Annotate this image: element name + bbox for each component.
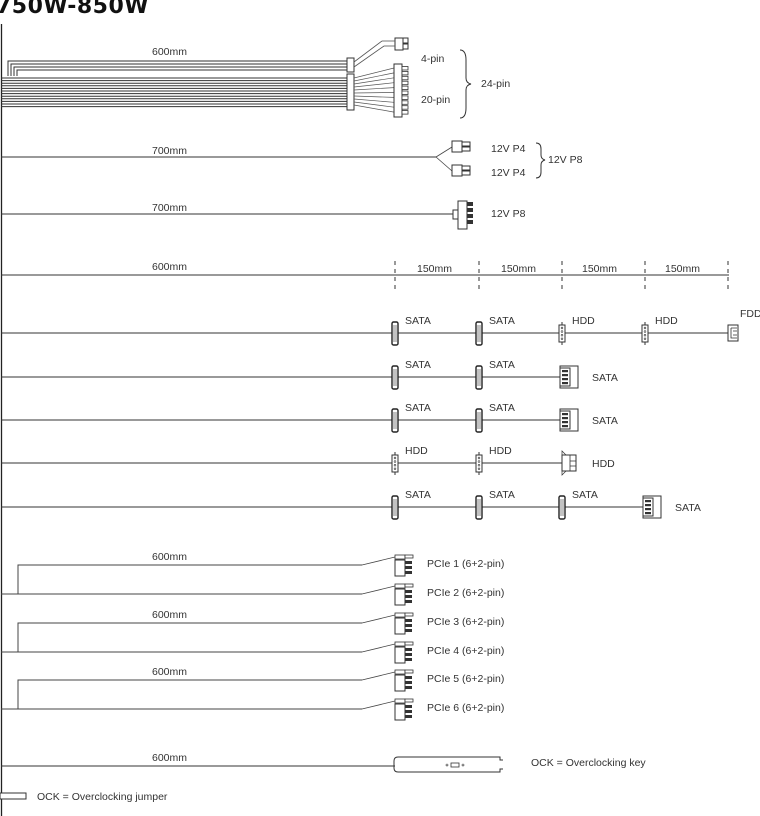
connector-hdd-icon bbox=[641, 322, 649, 345]
atx-20pin-label: 20-pin bbox=[421, 94, 450, 106]
connector-20pin-icon bbox=[393, 63, 409, 118]
pcie-length-label: 600mm bbox=[152, 609, 187, 621]
eps-p4-label-2: 12V P4 bbox=[491, 167, 526, 179]
peripheral-connector-label: HDD bbox=[572, 315, 595, 327]
connector-sata-icon bbox=[475, 495, 483, 520]
atx-cable: 600mm 4-pin 20-pin 24-pin bbox=[1, 37, 510, 119]
connector-hdd-icon bbox=[475, 452, 483, 475]
peripheral-cable-row: SATA SATA SATA SATA bbox=[1, 489, 701, 520]
connector-sata-icon bbox=[391, 495, 399, 520]
connector-p4-icon bbox=[451, 140, 471, 153]
connector-pcie-icon bbox=[361, 669, 414, 692]
peripheral-connector-label: SATA bbox=[489, 402, 515, 414]
legend-label: OCK = Overclocking jumper bbox=[37, 791, 168, 803]
atx-24pin-label: 24-pin bbox=[481, 78, 510, 90]
peripheral-connector-label: SATA bbox=[489, 489, 515, 501]
connector-sata-icon bbox=[391, 321, 399, 346]
scale-segment-label: 150mm bbox=[665, 263, 700, 275]
eps-p8-group-label: 12V P8 bbox=[548, 154, 583, 166]
peripheral-cable-row: SATA SATA SATA bbox=[1, 359, 618, 390]
brace-24pin-icon bbox=[459, 49, 472, 119]
connector-sata-icon bbox=[559, 365, 579, 389]
scale-total-length-label: 600mm bbox=[152, 261, 187, 273]
peripheral-connector-label: HDD bbox=[489, 445, 512, 457]
sleeve-20pin bbox=[346, 73, 355, 111]
peripheral-connector-label: SATA bbox=[405, 359, 431, 371]
connector-hdd-icon bbox=[391, 452, 399, 475]
peripheral-connector-label: SATA bbox=[572, 489, 598, 501]
connector-hdd-icon bbox=[558, 322, 566, 345]
peripheral-connector-label: SATA bbox=[592, 372, 618, 384]
connector-sata-icon bbox=[642, 495, 662, 519]
peripheral-connector-label: SATA bbox=[405, 315, 431, 327]
overclocking-key-icon bbox=[393, 756, 503, 773]
legend: OCK = Overclocking jumper bbox=[0, 791, 168, 803]
ock-key-label: OCK = Overclocking key bbox=[531, 757, 646, 769]
connector-p8-icon bbox=[452, 200, 473, 230]
scale-segment-label: 150mm bbox=[582, 263, 617, 275]
eps-p8-length-label: 700mm bbox=[152, 202, 187, 214]
connector-sata-icon bbox=[391, 365, 399, 390]
connector-sata-icon bbox=[475, 365, 483, 390]
diagram-title: 750W-850W bbox=[0, 0, 150, 19]
connector-sata-icon bbox=[391, 408, 399, 433]
peripheral-connector-label: SATA bbox=[489, 315, 515, 327]
brace-p8-icon bbox=[535, 142, 546, 179]
pcie-length-label: 600mm bbox=[152, 666, 187, 678]
peripheral-connector-label: SATA bbox=[489, 359, 515, 371]
peripheral-connector-label: HDD bbox=[405, 445, 428, 457]
scale-segment-label: 150mm bbox=[501, 263, 536, 275]
connector-pcie-icon bbox=[361, 612, 414, 635]
peripheral-connector-label: SATA bbox=[405, 489, 431, 501]
connector-sata-icon bbox=[558, 495, 566, 520]
pcie-connector-label: PCIe 4 (6+2-pin) bbox=[427, 645, 504, 657]
peripheral-connector-label: FDD bbox=[740, 308, 760, 320]
connector-pcie-icon bbox=[361, 554, 414, 577]
connector-sata-icon bbox=[475, 321, 483, 346]
scale-segment-label: 150mm bbox=[417, 263, 452, 275]
peripheral-cable-row: SATA SATA SATA bbox=[1, 402, 618, 433]
ock-cable: 600mm OCK = Overclocking key bbox=[1, 752, 646, 773]
connector-4pin-icon bbox=[382, 37, 409, 51]
peripheral-connector-label: HDD bbox=[655, 315, 678, 327]
pcie-connector-label: PCIe 5 (6+2-pin) bbox=[427, 673, 504, 685]
peripheral-connector-label: SATA bbox=[592, 415, 618, 427]
connector-sata-icon bbox=[559, 408, 579, 432]
peripheral-connector-label: SATA bbox=[675, 502, 701, 514]
pcie-connector-label: PCIe 2 (6+2-pin) bbox=[427, 587, 504, 599]
connector-sata-icon bbox=[475, 408, 483, 433]
connector-fdd-icon bbox=[727, 324, 739, 342]
pcie-connector-label: PCIe 3 (6+2-pin) bbox=[427, 616, 504, 628]
peripheral-connector-label: HDD bbox=[592, 458, 615, 470]
peripheral-cable-row: SATA SATA HDD HDD FDD bbox=[1, 308, 760, 346]
connector-pcie-icon bbox=[361, 583, 414, 606]
connector-pcie-icon bbox=[361, 641, 414, 664]
eps-p4-label-1: 12V P4 bbox=[491, 143, 526, 155]
peripheral-scale: 600mm 150mm 150mm 150mm 150mm bbox=[1, 261, 729, 290]
eps-p8-cable: 700mm 12V P8 bbox=[1, 200, 526, 230]
connector-hdd-icon bbox=[561, 450, 577, 476]
connector-pcie-icon bbox=[361, 698, 414, 721]
atx-4pin-label: 4-pin bbox=[421, 53, 445, 65]
pcie-connector-label: PCIe 1 (6+2-pin) bbox=[427, 558, 504, 570]
eps-p8-label: 12V P8 bbox=[491, 208, 526, 220]
peripheral-connector-label: SATA bbox=[405, 402, 431, 414]
eps-split-length-label: 700mm bbox=[152, 145, 187, 157]
peripheral-cable-row: HDD HDD HDD bbox=[1, 445, 615, 476]
eps-split-cable: 700mm 12V P4 12V P4 12V P8 bbox=[1, 140, 583, 179]
atx-length-label: 600mm bbox=[152, 46, 187, 58]
pcie-length-label: 600mm bbox=[152, 551, 187, 563]
ock-length-label: 600mm bbox=[152, 752, 187, 764]
jumper-swatch-icon bbox=[0, 792, 27, 800]
sleeve-4pin bbox=[346, 57, 355, 73]
connector-p4-icon bbox=[451, 164, 471, 177]
pcie-connector-label: PCIe 6 (6+2-pin) bbox=[427, 702, 504, 714]
